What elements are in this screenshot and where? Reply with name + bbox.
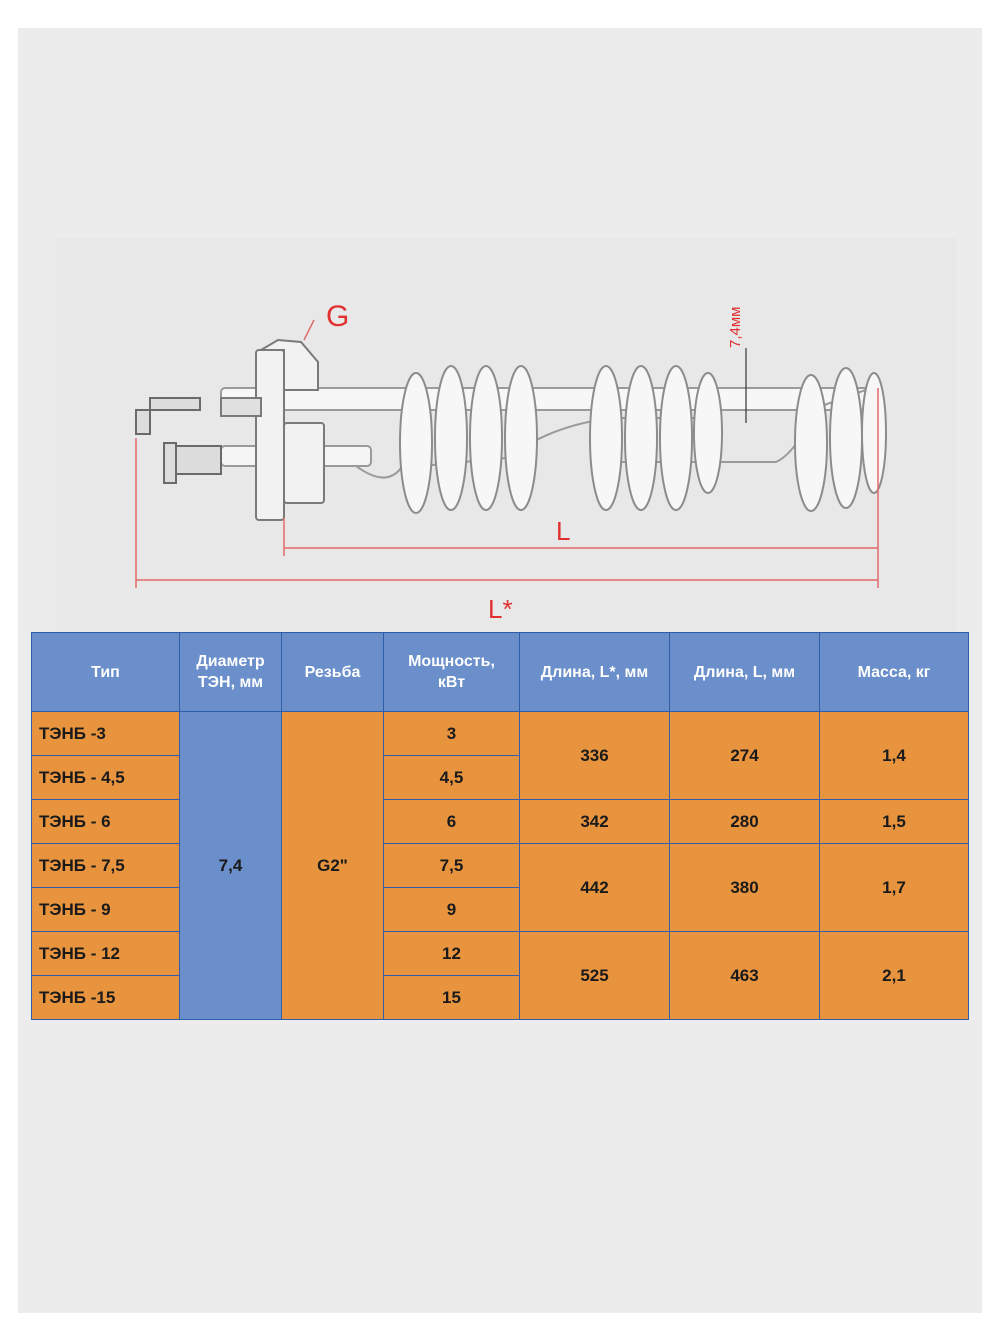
heater-diagram: G 7,4мм L L* bbox=[135, 300, 887, 624]
type-cell: ТЭНБ - 6 bbox=[31, 799, 180, 844]
length-total-cell: 525 bbox=[519, 931, 670, 1020]
power-cell: 4,5 bbox=[383, 755, 520, 800]
type-cell: ТЭНБ -15 bbox=[31, 975, 180, 1020]
diameter-cell: 7,4 bbox=[179, 711, 282, 1020]
mass-cell: 1,5 bbox=[819, 799, 969, 844]
header-diameter-line1: Диаметр bbox=[196, 653, 265, 670]
heater-drawing: G 7,4мм L L* bbox=[56, 238, 956, 648]
total-length-label: L* bbox=[488, 594, 513, 624]
length-total-cell: 336 bbox=[519, 711, 670, 800]
power-cell: 6 bbox=[383, 799, 520, 844]
mass-cell: 2,1 bbox=[819, 931, 969, 1020]
header-mass: Масса, кг bbox=[819, 632, 969, 712]
mass-cell: 1,4 bbox=[819, 711, 969, 800]
length-label: L bbox=[556, 516, 570, 546]
power-cell: 12 bbox=[383, 931, 520, 976]
power-cell: 9 bbox=[383, 887, 520, 932]
power-cell: 7,5 bbox=[383, 843, 520, 888]
table-row: ТЭНБ - 4,5 4,5 bbox=[31, 755, 969, 800]
header-type: Тип bbox=[31, 632, 180, 712]
header-thread: Резьба bbox=[281, 632, 384, 712]
table-row: ТЭНБ -15 15 bbox=[31, 975, 969, 1020]
length-total-cell: 442 bbox=[519, 843, 670, 932]
type-cell: ТЭНБ -3 bbox=[31, 711, 180, 756]
header-length-total: Длина, L*, мм bbox=[519, 632, 670, 712]
power-cell: 3 bbox=[383, 711, 520, 756]
length-cell: 274 bbox=[669, 711, 820, 800]
header-power-line2: кВт bbox=[437, 674, 466, 691]
header-diameter-line2: ТЭН, мм bbox=[197, 674, 264, 691]
thread-cell: G2" bbox=[281, 711, 384, 1020]
header-power-line1: Мощность, bbox=[408, 653, 495, 670]
thread-label: G bbox=[326, 300, 349, 333]
length-total-cell: 342 bbox=[519, 799, 670, 844]
type-cell: ТЭНБ - 9 bbox=[31, 887, 180, 932]
table-row: ТЭНБ - 6 6 342 280 1,5 bbox=[31, 799, 969, 844]
mass-cell: 1,7 bbox=[819, 843, 969, 932]
header-length: Длина, L, мм bbox=[669, 632, 820, 712]
table-row: ТЭНБ - 7,5 7,5 442 380 1,7 bbox=[31, 843, 969, 932]
diameter-label: 7,4мм bbox=[727, 307, 744, 348]
length-cell: 280 bbox=[669, 799, 820, 844]
type-cell: ТЭНБ - 4,5 bbox=[31, 755, 180, 800]
table-row: ТЭНБ - 9 9 bbox=[31, 887, 969, 932]
length-cell: 380 bbox=[669, 843, 820, 932]
table-row: ТЭНБ - 12 12 525 463 2,1 bbox=[31, 931, 969, 1020]
length-cell: 463 bbox=[669, 931, 820, 1020]
power-cell: 15 bbox=[383, 975, 520, 1020]
header-power: Мощность, кВт bbox=[383, 632, 520, 712]
table-row: ТЭНБ -3 7,4 G2" 3 336 274 1,4 bbox=[31, 711, 969, 1020]
type-cell: ТЭНБ - 12 bbox=[31, 931, 180, 976]
type-cell: ТЭНБ - 7,5 bbox=[31, 843, 180, 888]
